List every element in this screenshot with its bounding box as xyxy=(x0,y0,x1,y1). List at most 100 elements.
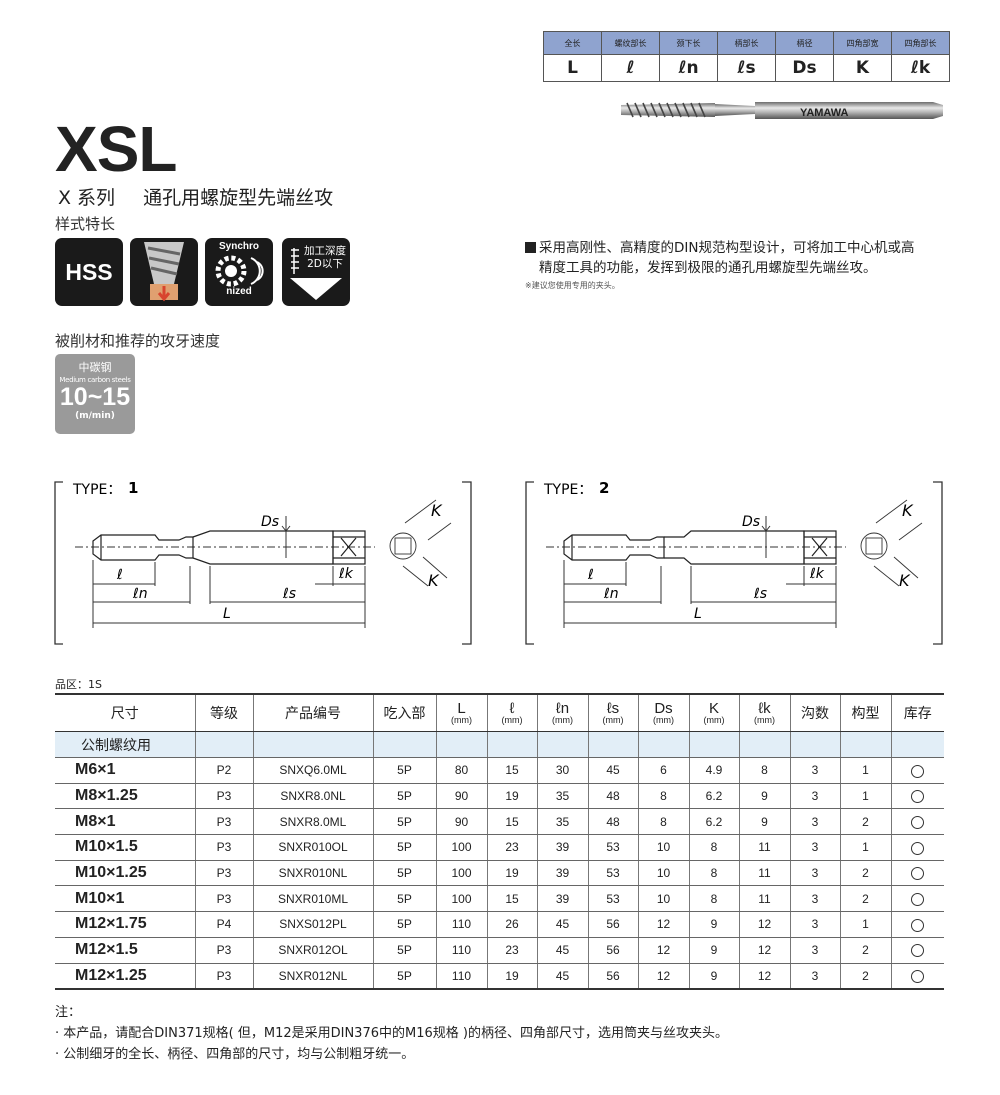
table-cell: SNXR010NL xyxy=(252,860,373,887)
region-label: 品区：1S xyxy=(55,678,102,691)
col-header-chamfer: 吃入部 xyxy=(372,693,436,732)
table-cell: M8×1.25 xyxy=(55,783,195,810)
col-header-l: ℓ(mm) xyxy=(486,693,537,732)
table-cell: 56 xyxy=(587,963,638,991)
table-cell: M12×1.75 xyxy=(55,911,195,938)
table-cell: 12 xyxy=(738,937,790,964)
in-stock-circle-icon xyxy=(911,867,925,881)
table-cell: 8 xyxy=(738,757,790,784)
table-cell: 110 xyxy=(435,963,487,991)
ln-label: ℓn xyxy=(132,586,148,602)
ls-label: ℓs xyxy=(753,586,767,602)
col-header-ds: Ds(mm) xyxy=(637,693,689,732)
col-header-L: L(mm) xyxy=(435,693,487,732)
table-cell: P4 xyxy=(194,911,253,938)
type2-number: 2 xyxy=(599,479,609,497)
description-line1: 采用高刚性、高精度的DIN规范构型设计，可将加工中心机或高 xyxy=(539,240,915,256)
table-cell: 15 xyxy=(486,808,537,836)
table-cell: P3 xyxy=(194,860,253,887)
table-cell: P3 xyxy=(194,783,253,810)
table-cell: 53 xyxy=(587,885,638,913)
material-cn: 中碳钢 xyxy=(78,361,112,374)
table-cell: SNXR012NL xyxy=(252,963,373,991)
dimension-legend-table: 全长 螺纹部长 颈下长 柄部长 柄径 四角部宽 四角部长 L ℓ ℓn ℓs D… xyxy=(543,31,950,82)
table-cell: M8×1 xyxy=(55,808,195,836)
type2-diagram: TYPE： 2 Ds K K ℓ ℓn ℓs ℓk L xyxy=(525,479,943,645)
table-cell: 8 xyxy=(688,885,739,913)
l-label: ℓ xyxy=(116,567,123,583)
table-cell: M10×1 xyxy=(55,885,195,913)
notes-section: 注： · 本产品，请配合DIN371规格( 但，M12是采用DIN376中的M1… xyxy=(55,1002,728,1065)
lk-label: ℓk xyxy=(809,566,825,582)
table-cell: 15 xyxy=(486,885,537,913)
table-cell: 23 xyxy=(486,834,537,861)
table-cell: P3 xyxy=(194,963,253,991)
table-cell: 5P xyxy=(372,860,436,887)
table-cell: 1 xyxy=(839,783,891,810)
table-cell: 2 xyxy=(839,937,891,964)
lk-label: ℓk xyxy=(338,566,354,582)
series-label: X 系列 xyxy=(58,187,116,209)
col-header-stock: 库存 xyxy=(890,693,944,732)
category-label: 公制螺纹用 xyxy=(55,731,195,758)
table-cell: P3 xyxy=(194,808,253,836)
table-cell: 3 xyxy=(789,963,840,991)
in-stock-circle-icon xyxy=(911,970,925,983)
col-header-ls: ℓs(mm) xyxy=(587,693,638,732)
spiral-point-icon xyxy=(130,238,198,306)
table-cell: 110 xyxy=(435,911,487,938)
legend-header: 全长 xyxy=(543,31,602,55)
legend-symbol: K xyxy=(833,54,892,82)
table-cell: 100 xyxy=(435,860,487,887)
table-cell: 19 xyxy=(486,963,537,991)
table-cell: P3 xyxy=(194,937,253,964)
stock-cell xyxy=(890,834,944,861)
l-total-label: L xyxy=(694,606,702,622)
in-stock-circle-icon xyxy=(911,764,925,778)
features-label: 样式特长 xyxy=(55,215,116,233)
table-cell: 19 xyxy=(486,783,537,810)
legend-header: 螺纹部长 xyxy=(601,31,660,55)
in-stock-circle-icon xyxy=(911,918,925,932)
table-cell: 48 xyxy=(587,783,638,810)
legend-header: 柄径 xyxy=(775,31,834,55)
table-cell: SNXR012OL xyxy=(252,937,373,964)
table-cell: 9 xyxy=(688,937,739,964)
note-line1: · 本产品，请配合DIN371规格( 但，M12是采用DIN376中的M16规格… xyxy=(55,1026,728,1041)
table-cell: 1 xyxy=(839,834,891,861)
legend-symbol: ℓk xyxy=(891,54,950,82)
table-cell: 2 xyxy=(839,860,891,887)
table-cell: P2 xyxy=(194,757,253,784)
type1-number: 1 xyxy=(128,479,138,497)
table-cell: 6 xyxy=(637,757,689,784)
table-cell: 3 xyxy=(789,937,840,964)
in-stock-circle-icon xyxy=(911,841,925,855)
k-label-top: K xyxy=(902,501,914,520)
k-label-top: K xyxy=(431,501,443,520)
table-cell: 30 xyxy=(536,757,588,784)
table-cell: SNXR010OL xyxy=(252,834,373,861)
speed-value: 10~15 xyxy=(59,383,131,411)
table-cell: 9 xyxy=(738,808,790,836)
material-en: Medium carbon steels xyxy=(59,376,131,384)
table-cell: 1 xyxy=(839,911,891,938)
stock-cell xyxy=(890,808,944,836)
description-line2: 精度工具的功能，发挥到极限的通孔用螺旋型先端丝攻。 xyxy=(539,260,877,276)
chuck-note: ※建议您使用专用的夹头。 xyxy=(525,281,620,290)
table-cell: SNXQ6.0ML xyxy=(252,757,373,784)
stock-cell xyxy=(890,885,944,913)
legend-header: 四角部长 xyxy=(891,31,950,55)
k-label-bottom: K xyxy=(899,571,911,590)
stock-cell xyxy=(890,911,944,938)
table-cell: 2 xyxy=(839,885,891,913)
table-cell: 12 xyxy=(637,911,689,938)
legend-header: 柄部长 xyxy=(717,31,776,55)
speed-unit: (m/min) xyxy=(75,411,115,421)
table-cell: 3 xyxy=(789,911,840,938)
product-name: 通孔用螺旋型先端丝攻 xyxy=(143,187,334,209)
table-cell: 15 xyxy=(486,757,537,784)
table-cell: 45 xyxy=(536,911,588,938)
table-cell: 90 xyxy=(435,783,487,810)
